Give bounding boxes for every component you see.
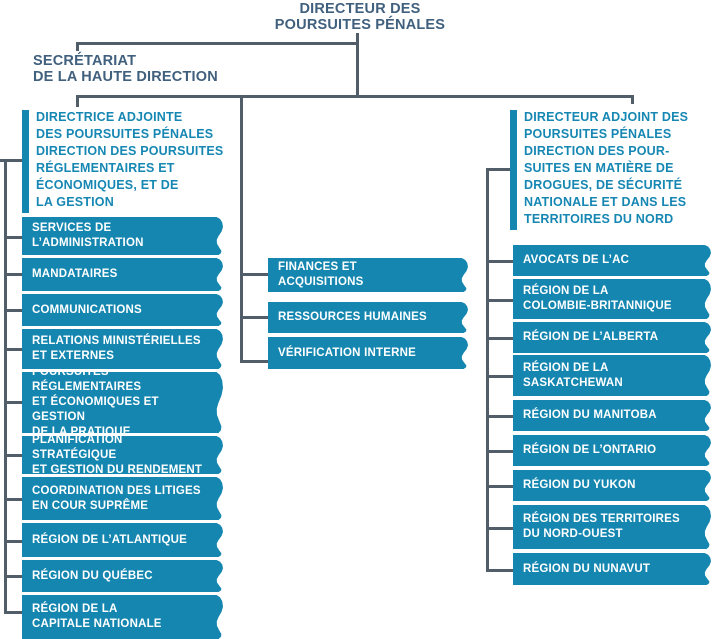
node-region-ontario: RÉGION DE L’ONTARIO — [513, 435, 711, 466]
page-title: DIRECTEUR DES POURSUITES PÉNALES — [274, 1, 446, 33]
connector-right-stub-3 — [486, 337, 513, 340]
left-branch-header: DIRECTRICE ADJOINTE DES POURSUITES PÉNAL… — [36, 110, 224, 209]
node-label: RÉGION DU QUÉBEC — [32, 569, 153, 582]
connector-center-stub-3 — [240, 360, 268, 363]
connector-left-stub-10 — [4, 611, 22, 614]
node-label: RÉGION DES TERRITOIRES DU NORD-OUEST — [523, 513, 680, 540]
connector-left-header-stub — [76, 95, 79, 107]
node-label: COORDINATION DES LITIGES EN COUR SUPRÊME — [32, 484, 201, 512]
node-label: RÉGION DU NUNAVUT — [523, 562, 651, 575]
connector-secretariat-stub — [76, 42, 79, 51]
connector-right-stub-5 — [486, 415, 513, 418]
connector-left-stub-2 — [4, 273, 22, 276]
connector-left-stub-7 — [4, 498, 22, 501]
node-label: FINANCES ET ACQUISITIONS — [278, 261, 364, 288]
connector-right-stub-6 — [486, 450, 513, 453]
node-label: PLANIFICATION STRATÉGIQUE ET GESTION DU … — [32, 433, 203, 476]
node-label: MANDATAIRES — [32, 268, 118, 280]
node-label: POURSUITES RÉGLEMENTAIRES ET ÉCONOMIQUES… — [32, 366, 159, 438]
connector-upper-horizontal — [76, 42, 359, 45]
right-branch-accent-bar — [510, 110, 517, 230]
node-label: AVOCATS DE L’AC — [523, 254, 630, 266]
connector-right-header-stub — [631, 95, 634, 104]
left-branch-accent-bar — [22, 110, 29, 213]
node-label: RÉGION DE LA CAPITALE NATIONALE — [32, 603, 162, 630]
node-label: SERVICES DE L’ADMINISTRATION — [32, 222, 144, 249]
node-label: RÉGION DE LA SASKATCHEWAN — [523, 361, 623, 389]
connector-right-spine — [486, 168, 489, 570]
node-planification-strategique: PLANIFICATION STRATÉGIQUE ET GESTION DU … — [22, 436, 223, 474]
connector-center-stub-2 — [240, 316, 268, 319]
connector-right-stub-8 — [486, 527, 513, 530]
node-relations-ministerielles-externes: RELATIONS MINISTÉRIELLES ET EXTERNES — [22, 329, 223, 369]
connector-left-stub-5 — [4, 401, 22, 404]
node-region-manitoba: RÉGION DU MANITOBA — [513, 400, 711, 431]
node-region-capitale-nationale: RÉGION DE LA CAPITALE NATIONALE — [22, 595, 223, 639]
node-region-yukon: RÉGION DU YUKON — [513, 470, 711, 501]
node-region-nunavut: RÉGION DU NUNAVUT — [513, 553, 711, 585]
node-region-colombie-britannique: RÉGION DE LA COLOMBIE-BRITANNIQUE — [513, 279, 711, 319]
node-label: RÉGION DE L’ONTARIO — [523, 444, 657, 456]
node-label: RÉGION DU YUKON — [523, 479, 636, 491]
connector-left-stub-4 — [4, 348, 22, 351]
connector-left-stub-1 — [4, 236, 22, 239]
node-label: COMMUNICATIONS — [32, 303, 142, 316]
node-label: RESSOURCES HUMAINES — [278, 311, 427, 323]
secretariat-label: SECRÉTARIAT DE LA HAUTE DIRECTION — [33, 53, 218, 85]
connector-left-stub-6 — [4, 454, 22, 457]
connector-left-spine — [4, 159, 7, 614]
connector-center-stub-1 — [240, 273, 268, 276]
node-region-atlantique: RÉGION DE L’ATLANTIQUE — [22, 523, 223, 557]
connector-left-stub-8 — [4, 540, 22, 543]
right-branch-header: DIRECTEUR ADJOINT DES POURSUITES PÉNALES… — [524, 110, 689, 226]
connector-left-stub-3 — [4, 309, 22, 312]
connector-right-stub-2 — [486, 299, 513, 302]
node-label: VÉRIFICATION INTERNE — [278, 346, 416, 359]
node-label: RÉGION DE L’ALBERTA — [523, 331, 659, 343]
connector-center-spine — [240, 95, 243, 363]
node-label: RÉGION DE LA COLOMBIE-BRITANNIQUE — [523, 285, 672, 312]
connector-right-stub-7 — [486, 485, 513, 488]
node-services-administration: SERVICES DE L’ADMINISTRATION — [22, 217, 223, 255]
connector-right-stub-9 — [486, 569, 513, 572]
node-region-alberta: RÉGION DE L’ALBERTA — [513, 322, 711, 353]
node-mandataires: MANDATAIRES — [22, 258, 223, 291]
node-communications: COMMUNICATIONS — [22, 294, 223, 326]
connector-left-stub-9 — [4, 575, 22, 578]
connector-right-stub-1 — [486, 260, 513, 263]
node-label: RÉGION DU MANITOBA — [523, 409, 657, 421]
connector-right-spine-top-stub — [486, 168, 510, 171]
node-coordination-litiges-cour-supreme: COORDINATION DES LITIGES EN COUR SUPRÊME — [22, 477, 223, 520]
connector-main-horizontal — [76, 95, 634, 98]
connector-right-stub-4 — [486, 375, 513, 378]
connector-left-spine-top-stub — [0, 159, 22, 162]
node-avocats-ac: AVOCATS DE L’AC — [513, 245, 711, 276]
node-region-saskatchewan: RÉGION DE LA SASKATCHEWAN — [513, 355, 711, 396]
node-verification-interne: VÉRIFICATION INTERNE — [268, 337, 468, 369]
node-label: RÉGION DE L’ATLANTIQUE — [32, 533, 187, 546]
connector-top-vertical — [356, 33, 359, 98]
node-finances-acquisitions: FINANCES ET ACQUISITIONS — [268, 258, 468, 292]
node-ressources-humaines: RESSOURCES HUMAINES — [268, 302, 468, 333]
node-region-quebec: RÉGION DU QUÉBEC — [22, 560, 223, 592]
node-poursuites-reglementaires-economiques: POURSUITES RÉGLEMENTAIRES ET ÉCONOMIQUES… — [22, 372, 223, 433]
node-label: RELATIONS MINISTÉRIELLES ET EXTERNES — [32, 335, 201, 362]
node-region-territoires-nord-ouest: RÉGION DES TERRITOIRES DU NORD-OUEST — [513, 505, 711, 549]
